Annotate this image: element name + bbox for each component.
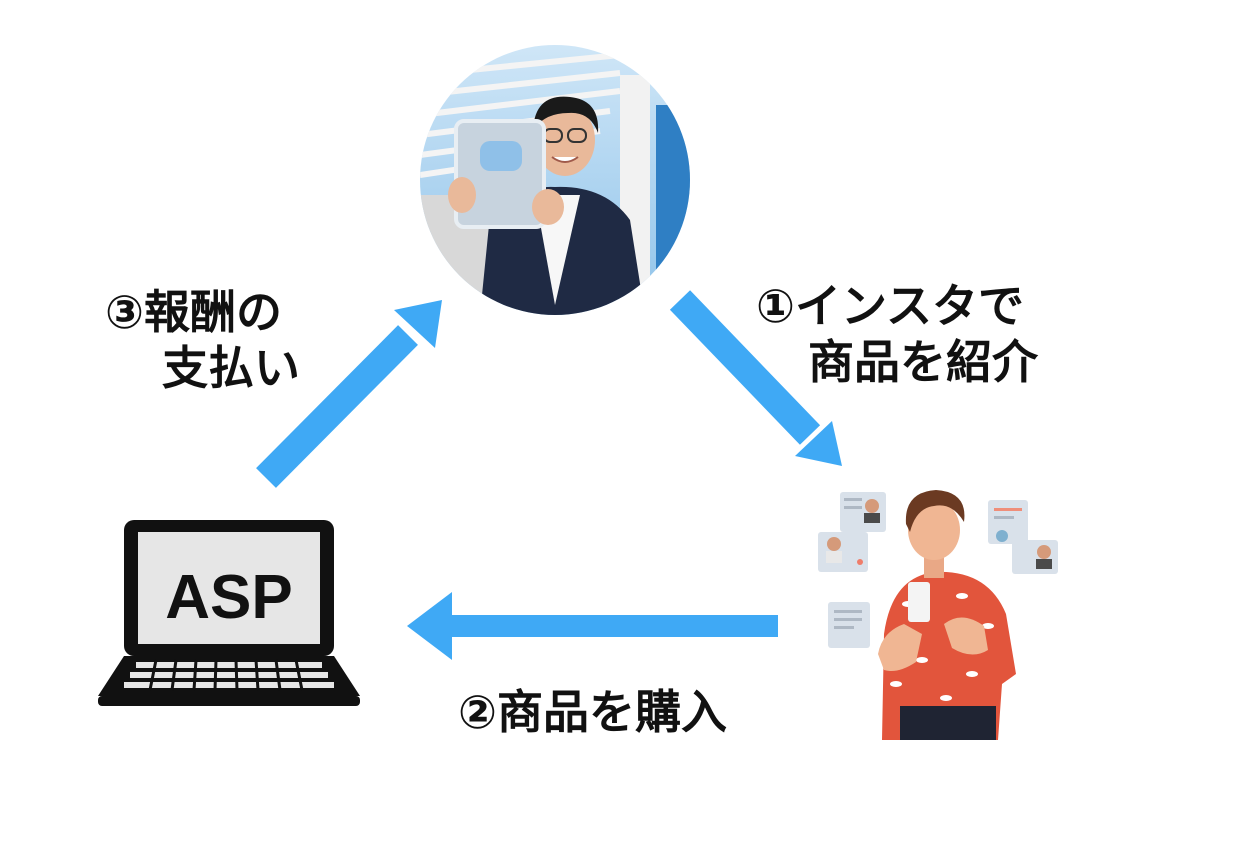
step1-label-line1: ①インスタで: [756, 279, 1025, 333]
asp-label: ASP: [165, 563, 293, 632]
customer-illustration: [812, 484, 1064, 740]
step2-label: ②商品を購入: [458, 685, 727, 739]
customer-svg: [818, 490, 1058, 740]
arrow-step3: [256, 300, 442, 488]
step3-label-line1: ③報酬の: [105, 285, 282, 339]
step1-label-line2: 商品を紹介: [808, 335, 1038, 389]
laptop-icon: ASP: [96, 516, 362, 712]
step3-label-line2: 支払い: [162, 341, 300, 395]
laptop-svg: [98, 520, 360, 706]
arrow-step2: [407, 592, 778, 660]
arrow-step1: [669, 290, 842, 466]
